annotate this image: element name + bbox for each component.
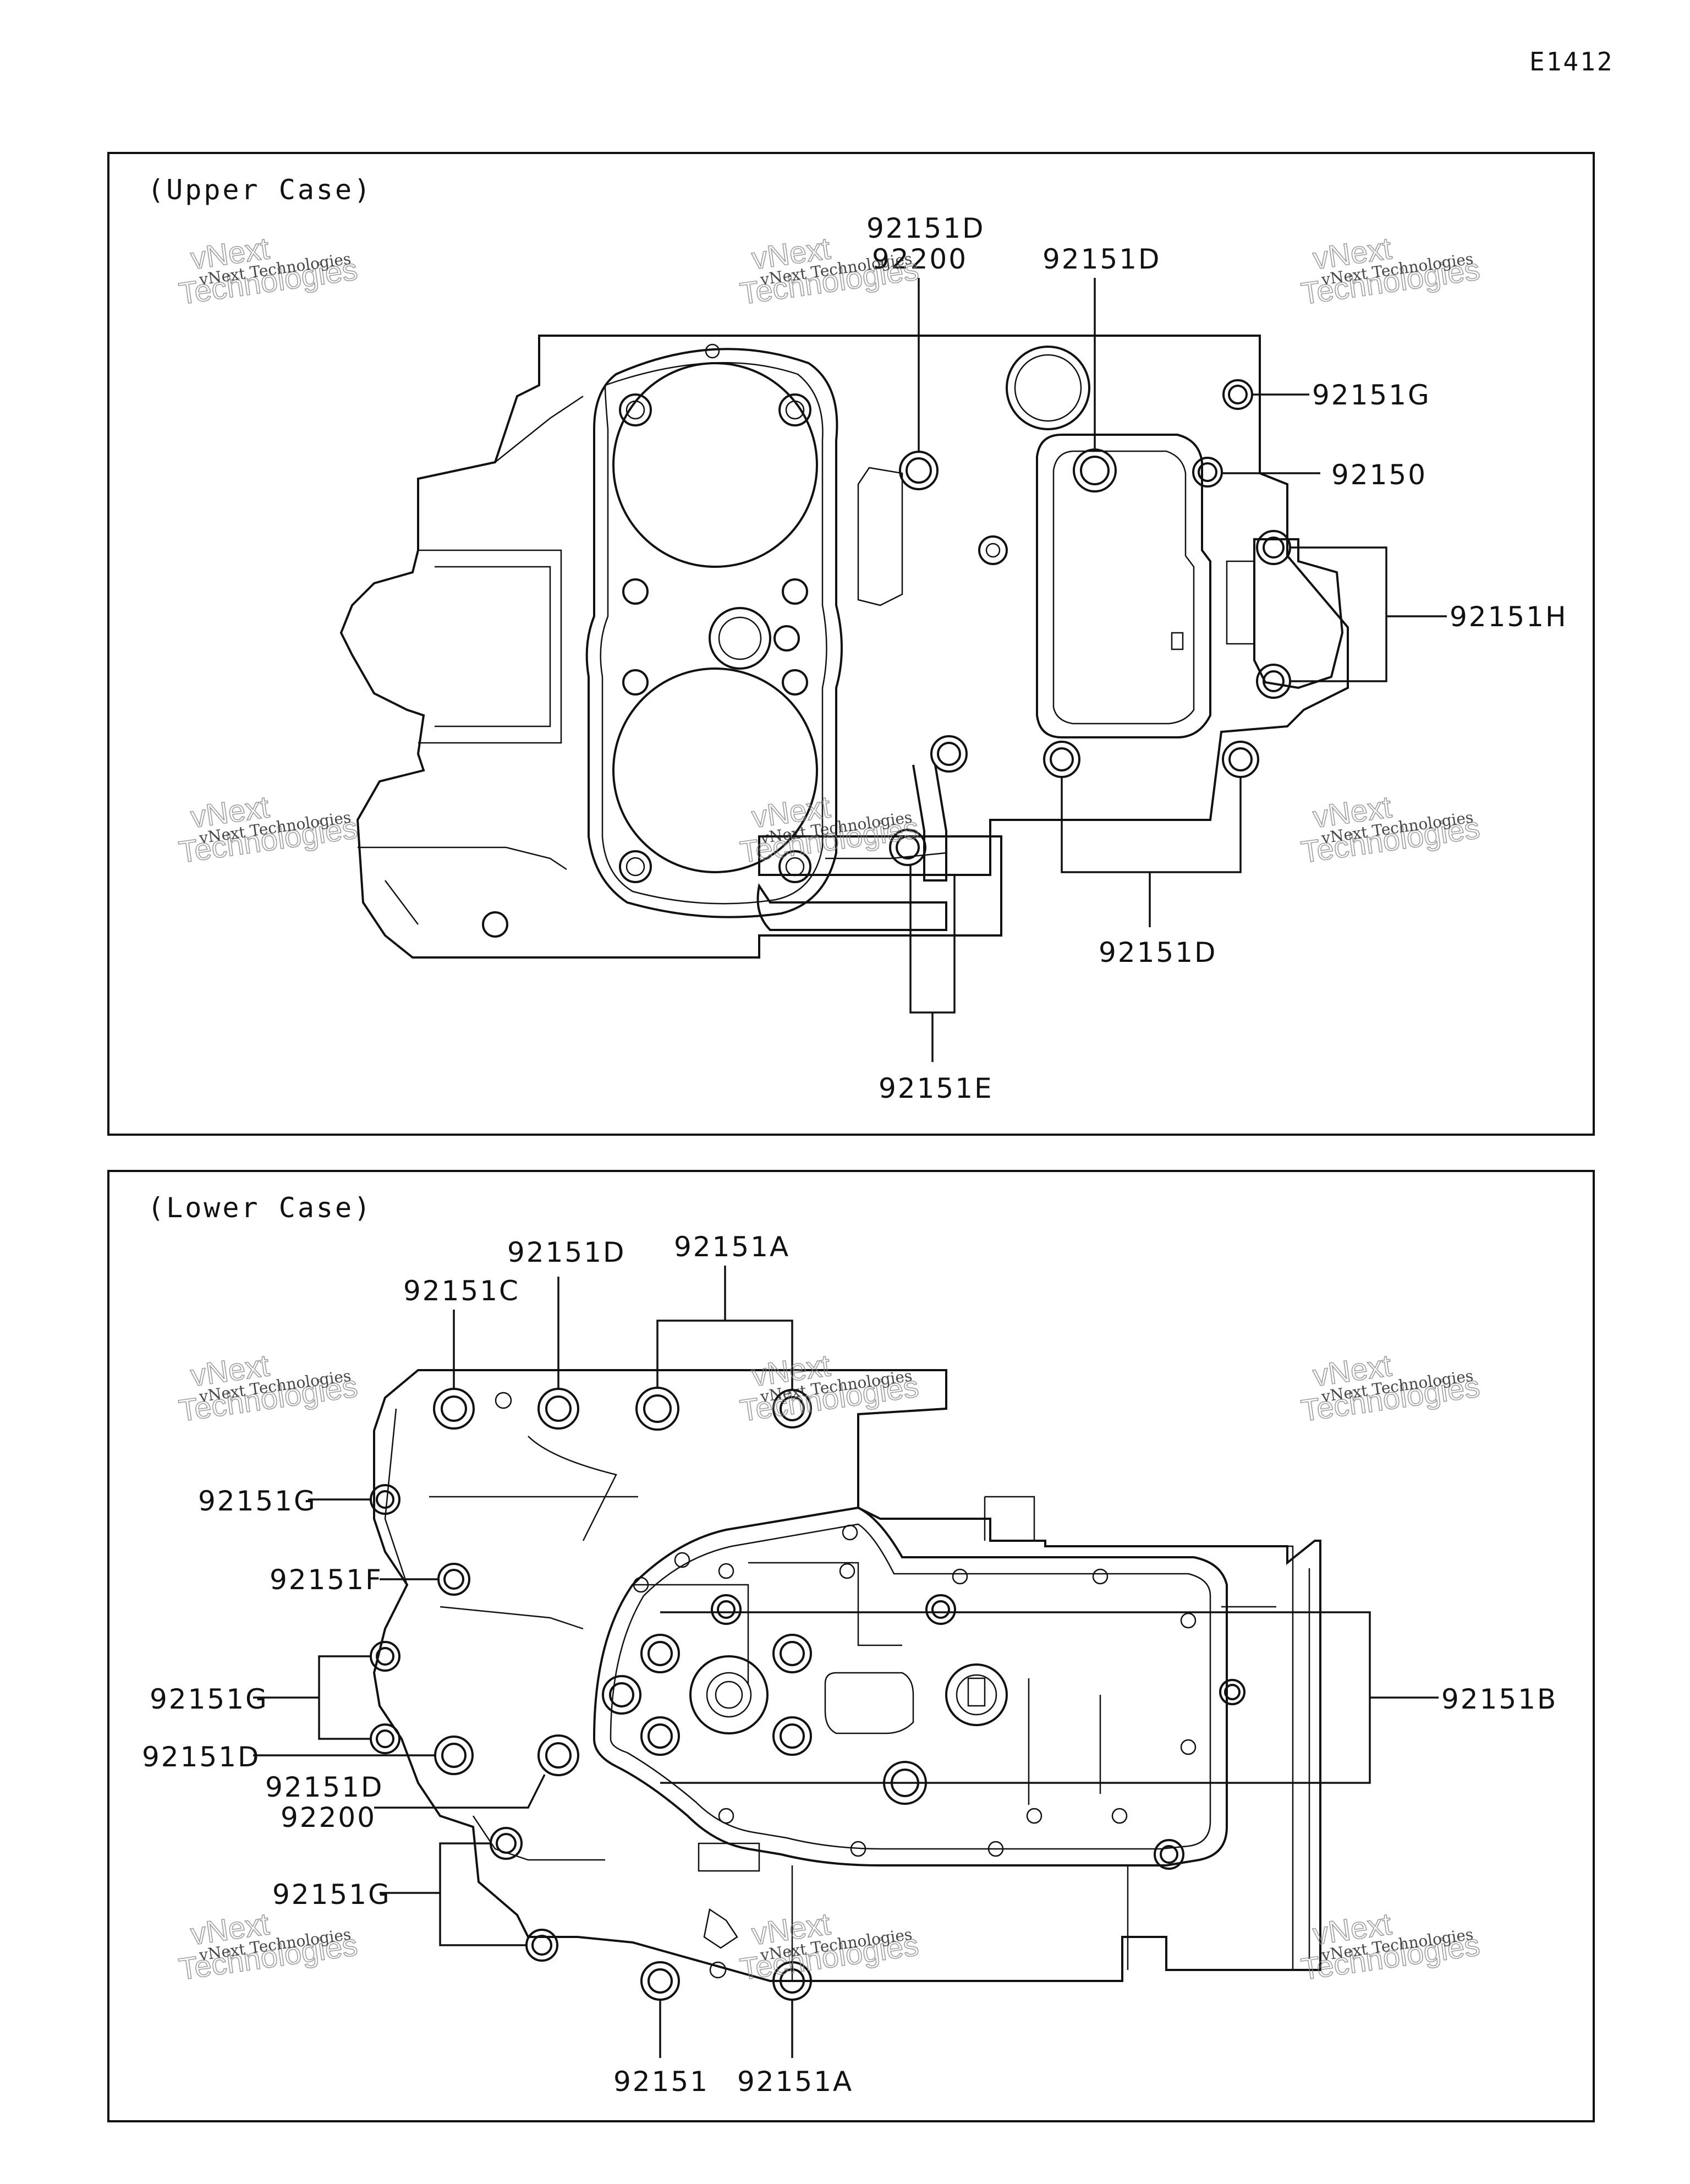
bolt-head: [772, 1634, 812, 1673]
part-number-label: 92151E: [879, 1072, 994, 1104]
lower-part-labels: 92151D 92151A 92151C 92151G 92151F 92151…: [142, 1231, 1557, 2098]
bolt-head: [537, 1734, 579, 1776]
part-number-label: 92151F: [270, 1564, 383, 1596]
part-number-label: 92151B: [1441, 1683, 1557, 1715]
watermark: vNext Technologies vNext Technologies: [176, 230, 360, 311]
bolt-head: [772, 1716, 812, 1756]
bolt-head: [1154, 1839, 1184, 1870]
watermark: vNext Technologies vNext Technologies: [737, 1906, 921, 1987]
part-number-label: 92151D: [265, 1771, 384, 1803]
part-number-label: 92151C: [403, 1275, 520, 1307]
diagram-code: E1412: [1529, 47, 1614, 76]
part-number-label: 92151: [613, 2066, 709, 2098]
lower-gasket-holes: [495, 1392, 1197, 1857]
part-number-label: 92151A: [737, 2066, 853, 2098]
upper-crankcase-drawing: [339, 335, 1349, 959]
lower-panel-frame: [107, 1170, 1595, 2122]
upper-bolts: [889, 379, 1291, 866]
part-number-label: 92200: [872, 243, 968, 275]
upper-panel-title: (Upper Case): [147, 174, 372, 206]
watermark: vNext Technologies vNext Technologies: [176, 1347, 360, 1428]
bolt-head: [1256, 664, 1291, 699]
bolt-head: [889, 829, 926, 866]
bolt-head: [1256, 530, 1291, 565]
bolt-head: [640, 1961, 680, 2001]
bolt-head: [525, 1929, 558, 1962]
upper-part-labels: 92151D 92200 92151D 92151G 92150 92151H …: [866, 212, 1568, 1104]
part-number-label: 92151G: [272, 1879, 391, 1911]
bolt-head: [930, 735, 968, 773]
bolt-head: [602, 1675, 641, 1715]
bolt-head: [370, 1641, 400, 1672]
part-number-label: 92151A: [674, 1231, 790, 1263]
watermark: vNext Technologies vNext Technologies: [176, 789, 360, 870]
bolt-head: [537, 1388, 579, 1430]
part-number-label: 92151G: [150, 1683, 268, 1715]
bolt-head: [433, 1388, 475, 1430]
watermark: vNext Technologies vNext Technologies: [1298, 1347, 1482, 1428]
lower-crankcase-drawing: [372, 1369, 1321, 1982]
watermark: vNext Technologies vNext Technologies: [1298, 230, 1482, 311]
bolt-head: [434, 1736, 474, 1775]
watermark: vNext Technologies vNext Technologies: [1298, 1906, 1482, 1987]
watermark: vNext Technologies vNext Technologies: [737, 1347, 921, 1428]
bolt-head: [490, 1827, 523, 1860]
part-number-label: 92151G: [198, 1485, 317, 1517]
part-number-label: 92151D: [507, 1236, 626, 1268]
lower-leader-lines: [253, 1266, 1439, 2058]
bolt-head: [1222, 741, 1259, 778]
lower-bolts: [370, 1387, 1245, 2001]
bolt-head: [1222, 379, 1253, 410]
bolt-head: [899, 451, 939, 490]
bolt-head: [1073, 448, 1117, 492]
upper-case-panel: (Upper Case): [107, 152, 1595, 1136]
part-number-label: 92151D: [142, 1741, 261, 1773]
part-number-label: 92151D: [1099, 937, 1217, 968]
bolt-head: [1192, 457, 1223, 488]
bolt-head: [635, 1387, 679, 1431]
part-number-label: 92200: [281, 1802, 376, 1833]
lower-case-panel: (Lower Case): [107, 1170, 1595, 2122]
bolt-head: [370, 1723, 400, 1754]
bolt-head: [640, 1716, 680, 1756]
part-number-label: 92151H: [1450, 601, 1568, 633]
part-number-label: 92150: [1331, 459, 1427, 491]
bolt-head: [640, 1634, 680, 1673]
bolt-head: [1043, 741, 1080, 778]
bolt-head: [1219, 1679, 1245, 1705]
watermark: vNext Technologies vNext Technologies: [176, 1906, 360, 1987]
upper-panel-frame: [107, 152, 1595, 1136]
lower-panel-title: (Lower Case): [147, 1192, 372, 1224]
part-number-label: 92151D: [866, 212, 985, 244]
bolt-head: [711, 1594, 742, 1625]
bolt-head: [437, 1563, 470, 1596]
watermark: vNext Technologies vNext Technologies: [1298, 789, 1482, 870]
upper-leader-lines: [909, 278, 1447, 1062]
bolt-head: [925, 1594, 956, 1625]
part-number-label: 92151D: [1042, 243, 1161, 275]
part-number-label: 92151G: [1312, 379, 1431, 411]
